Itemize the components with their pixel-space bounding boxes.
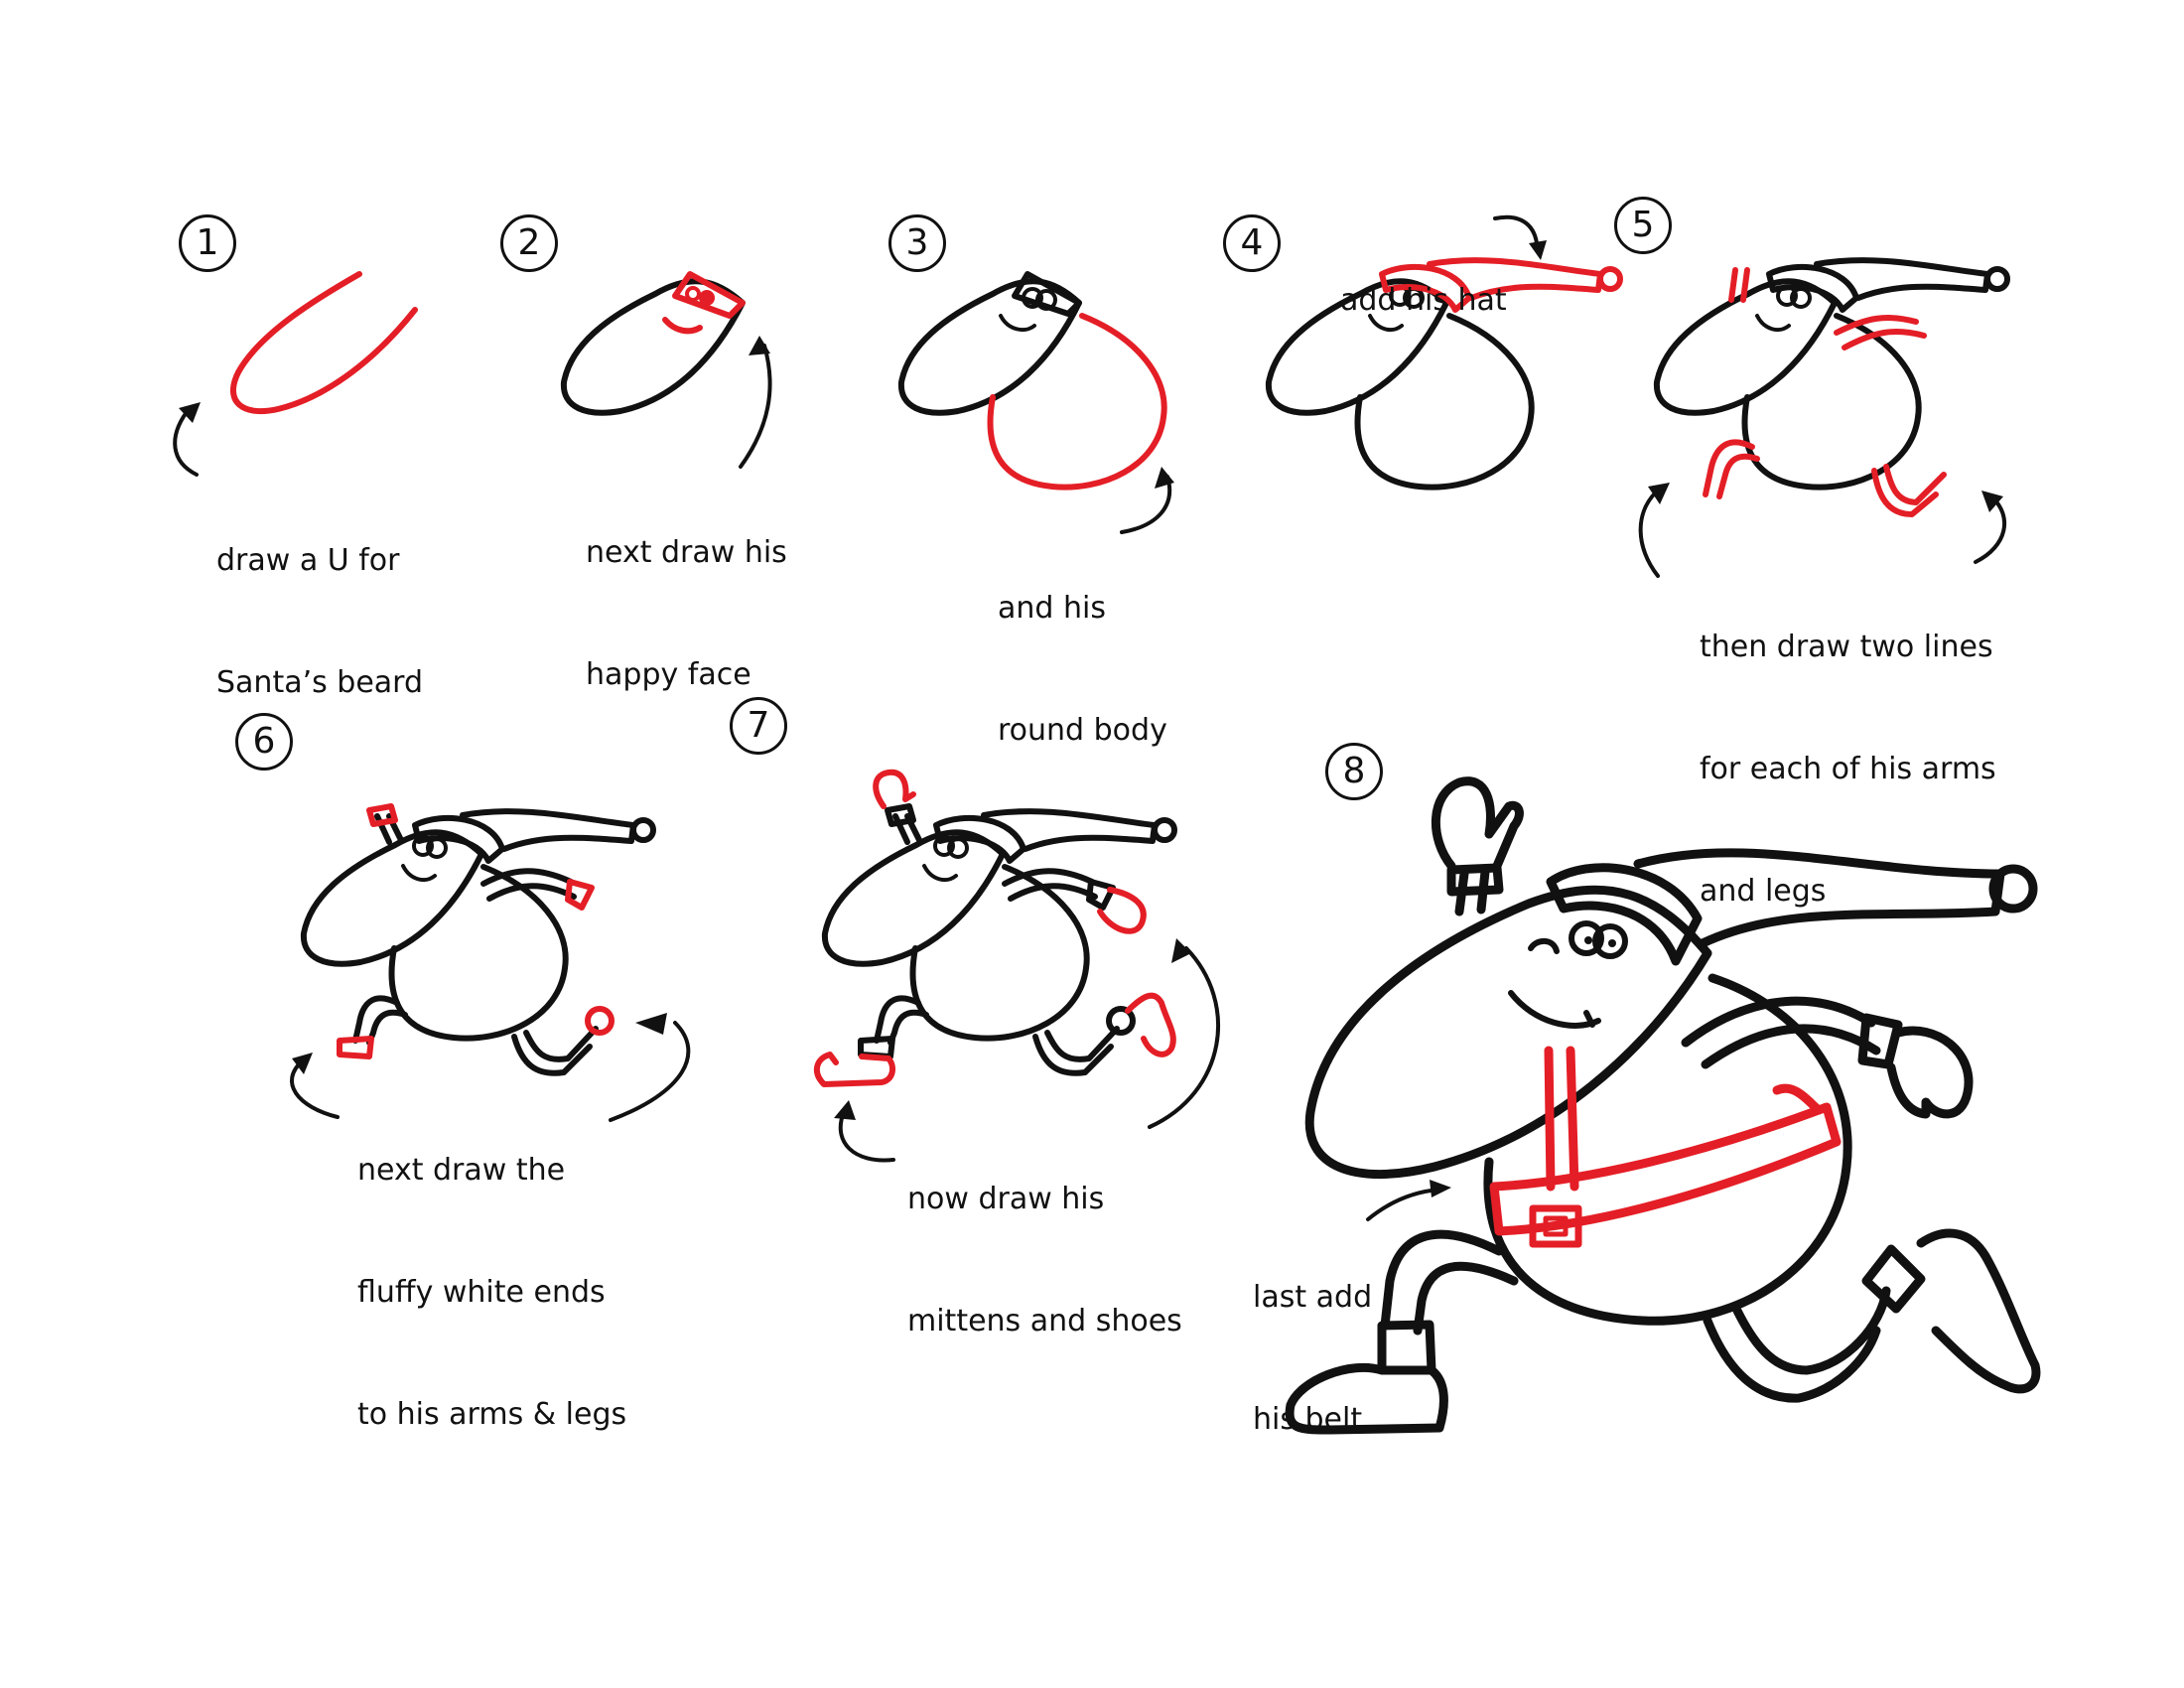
caption-line: round body: [998, 713, 1167, 748]
step-8-caption: last add his belt: [1253, 1196, 1372, 1480]
step-7-figure: [813, 769, 1220, 1163]
caption-line: then draw two lines: [1700, 630, 1993, 664]
caption-line: last add: [1253, 1280, 1373, 1315]
step-number: 1: [179, 214, 236, 272]
step-8-figure: [1285, 776, 2041, 1435]
step-number: 5: [1614, 197, 1672, 254]
step-2-caption: next draw his happy face: [586, 451, 787, 736]
step-number: 3: [888, 214, 946, 272]
caption-line: next draw the: [357, 1153, 566, 1188]
step-5-figure: [1638, 257, 2010, 578]
caption-line: and legs: [1700, 874, 1827, 909]
caption-line: mittens and shoes: [907, 1304, 1182, 1338]
caption-line: and his: [998, 591, 1106, 626]
step-4-figure: [1265, 214, 1623, 491]
step-6-caption: next draw the fluffy white ends to his a…: [357, 1068, 626, 1476]
step-2-figure: [560, 271, 772, 469]
step-1-figure: [173, 271, 418, 477]
caption-line: for each of his arms: [1700, 752, 1996, 786]
step-number: 7: [730, 697, 787, 755]
caption-line: next draw his: [586, 535, 787, 570]
caption-line: to his arms & legs: [357, 1397, 627, 1432]
step-4-caption: add his hat: [1340, 199, 1507, 361]
step-3-caption: and his round body: [998, 506, 1167, 791]
caption-line: happy face: [586, 657, 751, 692]
step-number: 4: [1223, 214, 1281, 272]
step-7-caption: now draw his mittens and shoes: [907, 1097, 1182, 1382]
step-number: 2: [500, 214, 558, 272]
caption-line: now draw his: [907, 1182, 1105, 1216]
step-number: 6: [235, 713, 293, 771]
step-5-caption: then draw two lines for each of his arms…: [1700, 545, 1996, 952]
step-3-figure: [897, 271, 1174, 534]
caption-line: add his hat: [1340, 283, 1507, 318]
step-6-figure: [290, 803, 691, 1122]
caption-line: draw a U for: [216, 543, 400, 578]
caption-line: his belt: [1253, 1402, 1363, 1437]
caption-line: fluffy white ends: [357, 1275, 606, 1310]
step-1-caption: draw a U for Santa’s beard: [216, 459, 423, 744]
caption-line: Santa’s beard: [216, 665, 424, 700]
step-number: 8: [1325, 743, 1383, 800]
